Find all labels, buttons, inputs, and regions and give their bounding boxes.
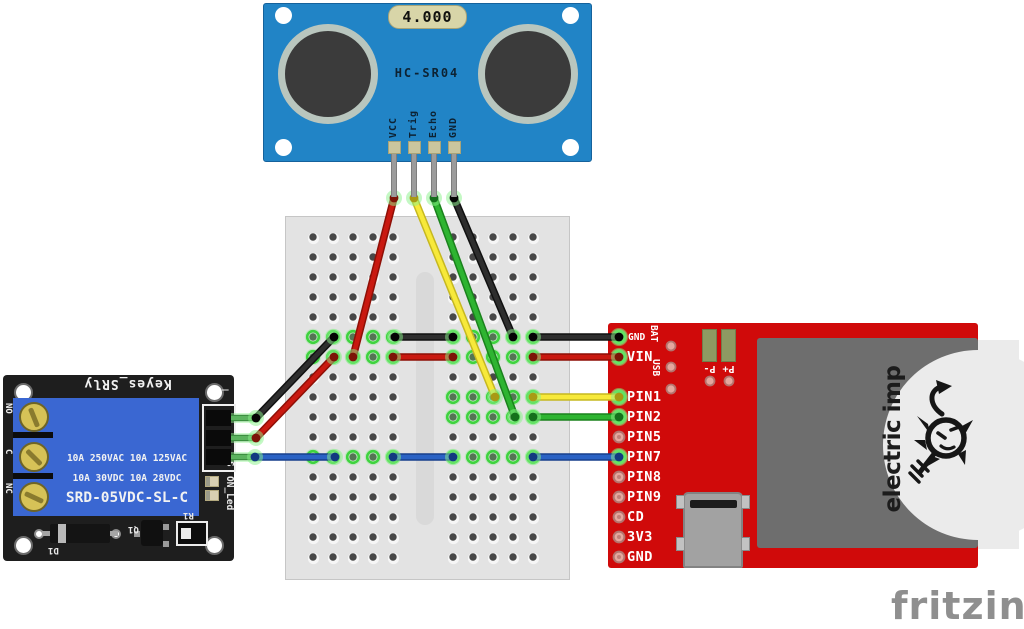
- hcsr04-pin-label-trig: Trig: [408, 110, 419, 139]
- imp-pin-label-pin9: PIN9: [627, 489, 662, 505]
- relay-pin-pad-2[interactable]: [206, 430, 231, 446]
- relay-part-label: Keyes_SRly: [83, 376, 172, 391]
- hcsr04-pad-gnd: [448, 141, 461, 154]
- screw-terminal-no[interactable]: [19, 402, 49, 432]
- hcsr04-pin-label-gnd: GND: [448, 116, 459, 138]
- wire-end-cap: [250, 452, 260, 462]
- breadboard-channel: [416, 272, 434, 525]
- imp-solder-pad-p+: [721, 329, 736, 362]
- diode-ref-label: D1: [48, 545, 59, 555]
- relay-pin-pad-3[interactable]: [206, 449, 231, 465]
- imp-pin-label-gnd: GND: [628, 331, 646, 343]
- transistor-body[interactable]: [141, 520, 163, 546]
- hcsr04-pin-vcc[interactable]: [391, 154, 397, 197]
- electric-imp-logo-text: electric imp: [880, 365, 906, 513]
- resistor-band: [181, 528, 191, 539]
- transistor-pad: [134, 531, 140, 537]
- connection-glow: [248, 430, 264, 446]
- screw-terminal-c[interactable]: [19, 442, 49, 472]
- hcsr04-pad-echo: [428, 141, 441, 154]
- wire-end-cap: [251, 413, 261, 423]
- hcsr04-part-label: HC-SR04: [394, 66, 460, 80]
- mounting-hole: [14, 536, 33, 555]
- hcsr04-pad-trig: [408, 141, 421, 154]
- sd-card[interactable]: [978, 340, 1019, 549]
- connection-glow: [247, 449, 263, 465]
- hcsr04-pin-trig[interactable]: [411, 154, 417, 197]
- crystal-oscillator: 4.000: [388, 5, 467, 29]
- usb-connector-slot: [690, 500, 737, 508]
- hcsr04-pad-vcc: [388, 141, 401, 154]
- imp-pad-label-p-: P-: [703, 363, 716, 374]
- hcsr04-pin-label-echo: Echo: [428, 110, 439, 139]
- imp-pin-label-pin5: PIN5: [627, 429, 662, 445]
- relay-ratings-line1: 10A 250VAC 10A 125VAC: [66, 453, 188, 464]
- imp-pin-label-cd: CD: [627, 509, 645, 525]
- screw-slot: [25, 448, 43, 466]
- transistor-pad: [163, 541, 169, 547]
- hcsr04-pin-echo[interactable]: [431, 154, 437, 197]
- imp-pin-label-pin7: PIN7: [627, 449, 662, 465]
- screw-slot: [27, 406, 41, 428]
- relay-ratings-line2: 10A 30VDC 10A 28VDC: [72, 473, 182, 484]
- smd-resistor: [205, 490, 219, 501]
- relay-underscore-label: _: [222, 378, 229, 391]
- diode-band: [58, 524, 66, 543]
- mounting-hole: [275, 139, 292, 156]
- resistor-ref-label: R1: [183, 510, 194, 520]
- mounting-hole: [562, 139, 579, 156]
- imp-pin-label-pin8: PIN8: [627, 469, 662, 485]
- usb-tab: [741, 495, 750, 509]
- mounting-hole: [275, 7, 292, 24]
- crystal-label: 4.000: [402, 8, 453, 26]
- terminal-label-nc: NC: [3, 483, 13, 494]
- imp-pin-label-3v3: 3V3: [627, 529, 653, 545]
- relay-model-label: SRD-05VDC-SL-C: [65, 490, 189, 506]
- imp-pin-label-pin2: PIN2: [627, 409, 662, 425]
- ultrasonic-transducer-right: [478, 24, 578, 124]
- mounting-hole: [562, 7, 579, 24]
- screw-slot: [23, 490, 45, 504]
- imp-solder-pad-p-: [702, 329, 717, 362]
- terminal-divider: [13, 473, 53, 479]
- transistor-ref-label: Q1: [128, 524, 139, 534]
- terminal-divider: [13, 432, 53, 438]
- usb-tab: [676, 495, 685, 509]
- imp-pad-label-p+: P+: [722, 363, 735, 374]
- hcsr04-pin-gnd[interactable]: [451, 154, 457, 197]
- terminal-label-c: C: [3, 448, 13, 454]
- hcsr04-pin-label-vcc: VCC: [388, 116, 399, 138]
- imp-pin-label-vin: VIN: [627, 349, 653, 365]
- imp-vertical-label-bat: BAT: [648, 325, 659, 343]
- imp-vertical-label-usb: USB: [650, 359, 661, 377]
- imp-pin-label-gnd: GND: [627, 549, 653, 565]
- imp-pin-label-pin1: PIN1: [627, 389, 662, 405]
- relay-onled-label: ON_Led: [224, 476, 235, 511]
- imp-mascot-icon: [908, 380, 973, 484]
- fritzing-watermark: fritzing: [891, 584, 1024, 628]
- mounting-hole: [205, 383, 224, 402]
- smd-led: [205, 476, 219, 487]
- usb-tab: [741, 537, 750, 551]
- usb-tab: [676, 537, 685, 551]
- transistor-pad: [163, 524, 169, 530]
- connection-glow: [248, 410, 264, 426]
- terminal-label-no: NO: [3, 403, 13, 414]
- wire-end-cap: [251, 433, 261, 443]
- screw-terminal-nc[interactable]: [19, 482, 49, 512]
- ultrasonic-transducer-left: [278, 24, 378, 124]
- relay-pin-pad-1[interactable]: [206, 410, 231, 426]
